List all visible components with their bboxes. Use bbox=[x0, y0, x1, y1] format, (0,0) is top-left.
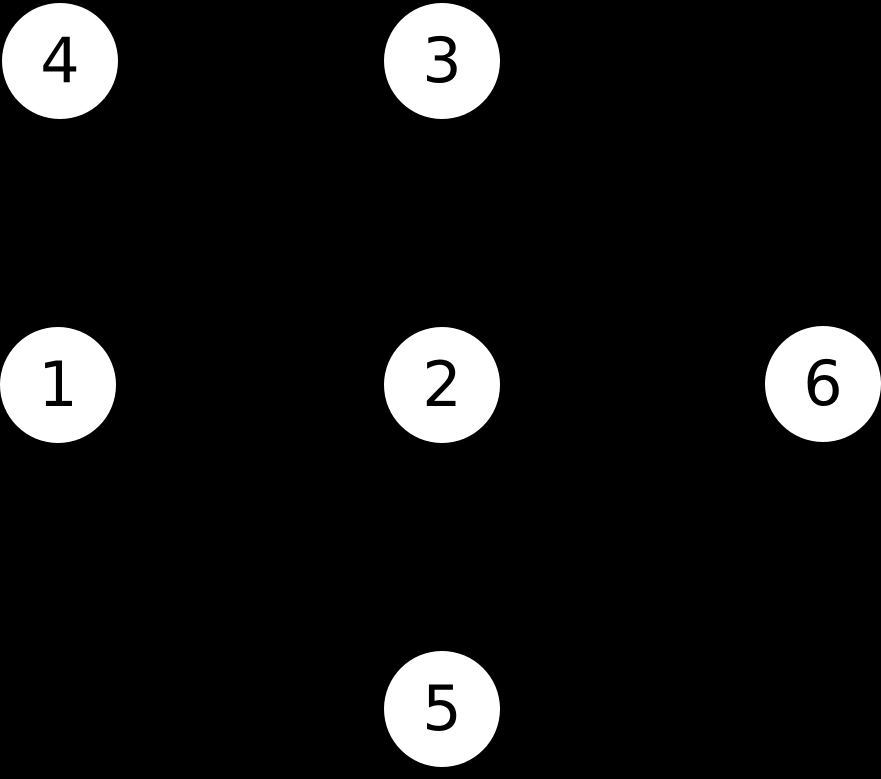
graph-node-label-2: 2 bbox=[422, 348, 462, 421]
graph-node-label-4: 4 bbox=[40, 24, 80, 97]
graph-node-label-1: 1 bbox=[38, 348, 78, 421]
graph-node-label-3: 3 bbox=[422, 24, 462, 97]
graph-node-4[interactable]: 4 bbox=[2, 3, 118, 119]
graph-node-6[interactable]: 6 bbox=[765, 326, 881, 442]
graph-node-5[interactable]: 5 bbox=[384, 651, 500, 767]
graph-node-label-5: 5 bbox=[422, 672, 462, 745]
graph-node-3[interactable]: 3 bbox=[384, 3, 500, 119]
graph-node-1[interactable]: 1 bbox=[0, 327, 116, 443]
graph-node-label-6: 6 bbox=[803, 347, 843, 420]
graph-node-2[interactable]: 2 bbox=[384, 327, 500, 443]
